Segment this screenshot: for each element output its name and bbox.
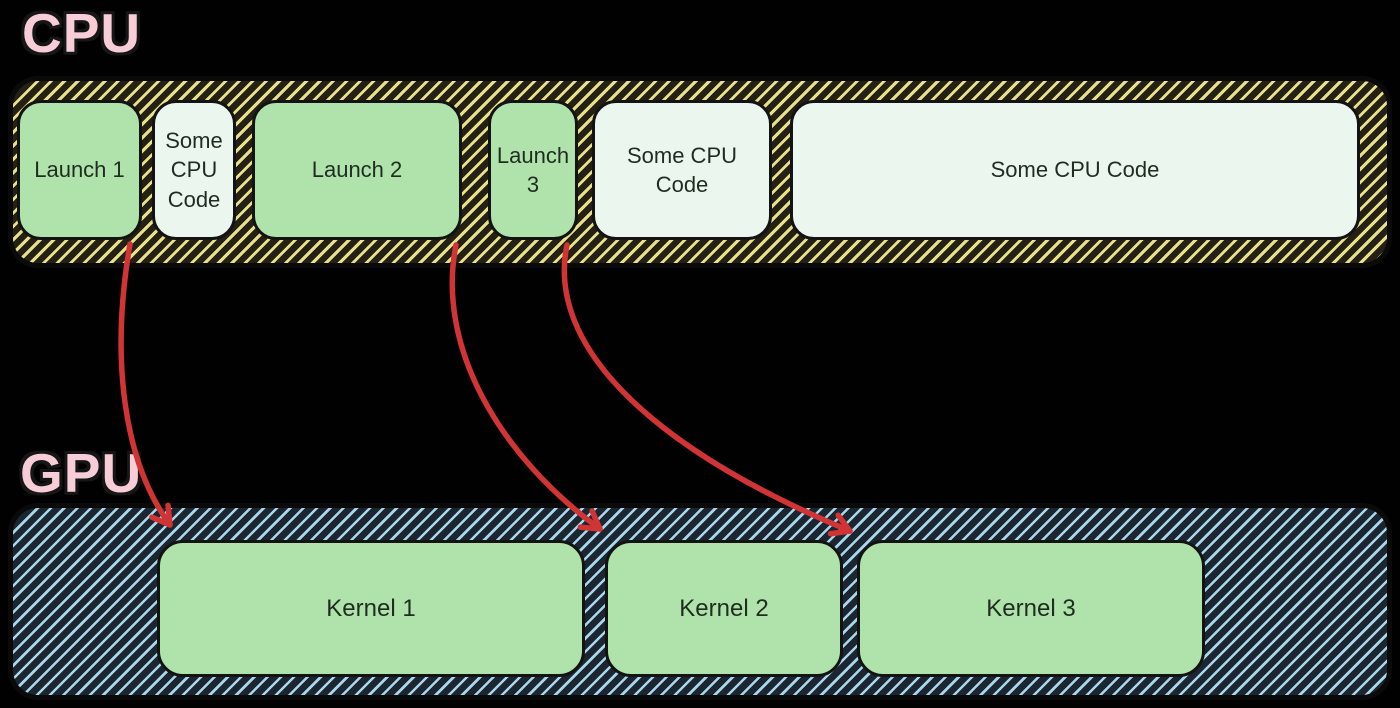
cpu-box-some-cpu-code-2: Some CPU Code <box>592 100 772 240</box>
cpu-box-some-cpu-code-2-label: Some CPU Code <box>626 142 738 197</box>
cpu-box-some-cpu-code-1-label: Some CPU Code <box>165 128 223 212</box>
cpu-box-launch-2: Launch 2 <box>252 100 462 240</box>
arrow-launch2-to-kernel2 <box>449 242 603 532</box>
gpu-box-kernel-3-label: Kernel 3 <box>986 594 1076 622</box>
gpu-section-label: GPU <box>20 442 143 504</box>
gpu-box-kernel-3: Kernel 3 <box>857 540 1205 677</box>
gpu-timeline-bar: Kernel 1 Kernel 2 Kernel 3 <box>8 503 1392 700</box>
cpu-box-some-cpu-code-3: Some CPU Code <box>790 100 1360 240</box>
cpu-section-label: CPU <box>22 2 142 64</box>
gpu-box-kernel-2: Kernel 2 <box>605 540 843 677</box>
cpu-box-some-cpu-code-1: Some CPU Code <box>152 100 236 240</box>
cpu-timeline-bar: Launch 1 Some CPU Code Launch 2 Launch 3… <box>8 76 1392 268</box>
cpu-box-launch-3: Launch 3 <box>488 100 578 240</box>
cpu-box-some-cpu-code-3-label: Some CPU Code <box>990 157 1160 183</box>
cpu-box-launch-3-label: Launch 3 <box>496 142 570 197</box>
cpu-box-launch-1-label: Launch 1 <box>34 157 125 183</box>
cpu-box-launch-1: Launch 1 <box>17 100 142 240</box>
gpu-box-kernel-1: Kernel 1 <box>157 540 585 677</box>
arrow-launch3-to-kernel3 <box>561 242 853 537</box>
gpu-box-kernel-2-label: Kernel 2 <box>679 594 769 622</box>
gpu-box-kernel-1-label: Kernel 1 <box>326 594 416 622</box>
cpu-box-launch-2-label: Launch 2 <box>311 157 403 183</box>
